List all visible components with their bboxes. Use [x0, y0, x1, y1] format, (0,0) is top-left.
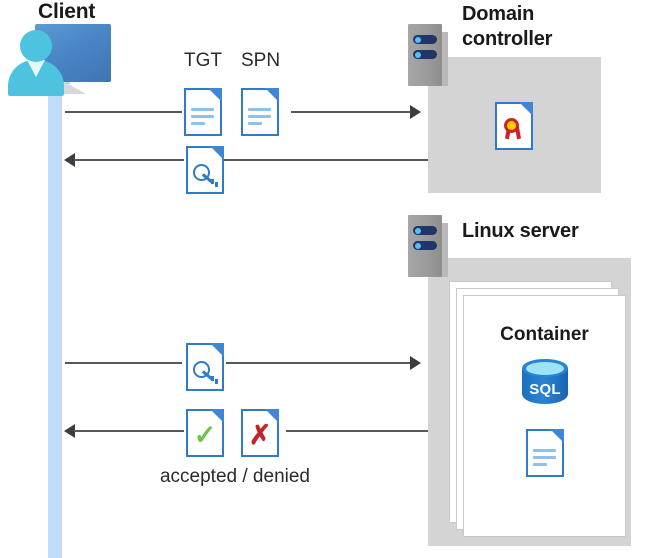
domain-controller-server-rack-icon	[408, 24, 452, 92]
page-title-linux-server: Linux server	[462, 220, 579, 242]
rack-shadow	[440, 223, 448, 277]
document-text-line-3	[248, 122, 262, 125]
page-title-client: Client	[38, 0, 96, 23]
document-text-line-2	[191, 115, 214, 118]
spn-document-icon	[241, 88, 279, 136]
rack-chassis	[408, 24, 442, 86]
document-text-line-1	[248, 108, 271, 111]
flow-2-line-right	[224, 159, 428, 161]
keytab-document-icon	[526, 429, 564, 477]
rack-led-2	[415, 242, 421, 249]
database-cylinder-top-inner	[526, 362, 564, 375]
database-cylinder-top	[522, 359, 568, 377]
flow-3-arrowhead	[410, 356, 421, 370]
label-tgt: TGT	[184, 50, 222, 71]
flow-1-arrowhead	[410, 105, 421, 119]
document-fold-corner	[210, 146, 224, 160]
check-icon: ✓	[193, 420, 217, 450]
flow-3-line-left	[65, 362, 182, 364]
flow-1-line-left	[65, 111, 182, 113]
client-workstation-icon	[8, 22, 118, 97]
flow-3-line-right	[226, 362, 411, 364]
document-page	[186, 409, 224, 457]
flow-4-arrowhead	[64, 424, 75, 438]
ticket-key-document-icon	[186, 146, 224, 194]
linux-server-rack-icon	[408, 215, 452, 283]
rack-shadow	[440, 32, 448, 86]
document-fold-corner	[265, 88, 279, 102]
document-fold-corner	[550, 429, 564, 443]
flow-4-line-right	[286, 430, 428, 432]
document-fold-corner	[210, 343, 224, 357]
sql-database-icon: SQL	[522, 359, 568, 411]
sql-label: SQL	[529, 381, 561, 398]
key-tooth-1	[211, 179, 214, 184]
rack-chassis	[408, 215, 442, 277]
flow-1-line-right	[291, 111, 411, 113]
certificate-document-icon	[495, 102, 533, 150]
rack-bar-2	[413, 50, 437, 59]
document-text-line-3	[191, 122, 205, 125]
rack-bar-1	[413, 226, 437, 235]
document-fold-corner	[265, 409, 279, 423]
domain-controller-title-line2: controller	[462, 28, 553, 50]
page-title-container: Container	[500, 324, 589, 345]
tgt-document-icon	[184, 88, 222, 136]
document-text-line-1	[191, 108, 214, 111]
page-title-domain-controller: Domain controller	[462, 2, 622, 52]
document-text-line-2	[533, 456, 556, 459]
flow-4-line-left	[74, 430, 184, 432]
person-collar	[27, 60, 45, 77]
client-lifeline	[48, 60, 62, 558]
flow-2-line-left	[74, 159, 184, 161]
container-card-front: Container SQL mssql.keytab	[463, 295, 626, 537]
key-tooth-2	[215, 182, 218, 187]
person-head	[20, 30, 52, 62]
document-text-line-2	[248, 115, 271, 118]
domain-controller-title-line1: Domain	[462, 3, 535, 25]
service-ticket-key-document-icon	[186, 343, 224, 391]
document-text-line-1	[533, 449, 556, 452]
accepted-document-icon: ✓	[186, 409, 224, 457]
document-text-line-3	[533, 463, 547, 466]
cross-icon: ✗	[248, 420, 272, 450]
document-fold-corner	[210, 409, 224, 423]
rack-bar-2	[413, 241, 437, 250]
key-tooth-1	[211, 376, 214, 381]
rack-bar-1	[413, 35, 437, 44]
key-tooth-2	[215, 379, 218, 384]
flow-2-arrowhead	[64, 153, 75, 167]
key-ring	[193, 164, 210, 181]
label-spn: SPN	[241, 50, 281, 71]
rack-led-1	[415, 227, 421, 234]
document-fold-corner	[519, 102, 533, 116]
document-fold-corner	[208, 88, 222, 102]
certificate-seal-inner	[507, 121, 516, 130]
rack-led-2	[415, 51, 421, 58]
denied-document-icon: ✗	[241, 409, 279, 457]
key-ring	[193, 361, 210, 378]
rack-led-1	[415, 36, 421, 43]
label-accepted-denied: accepted / denied	[159, 466, 310, 487]
